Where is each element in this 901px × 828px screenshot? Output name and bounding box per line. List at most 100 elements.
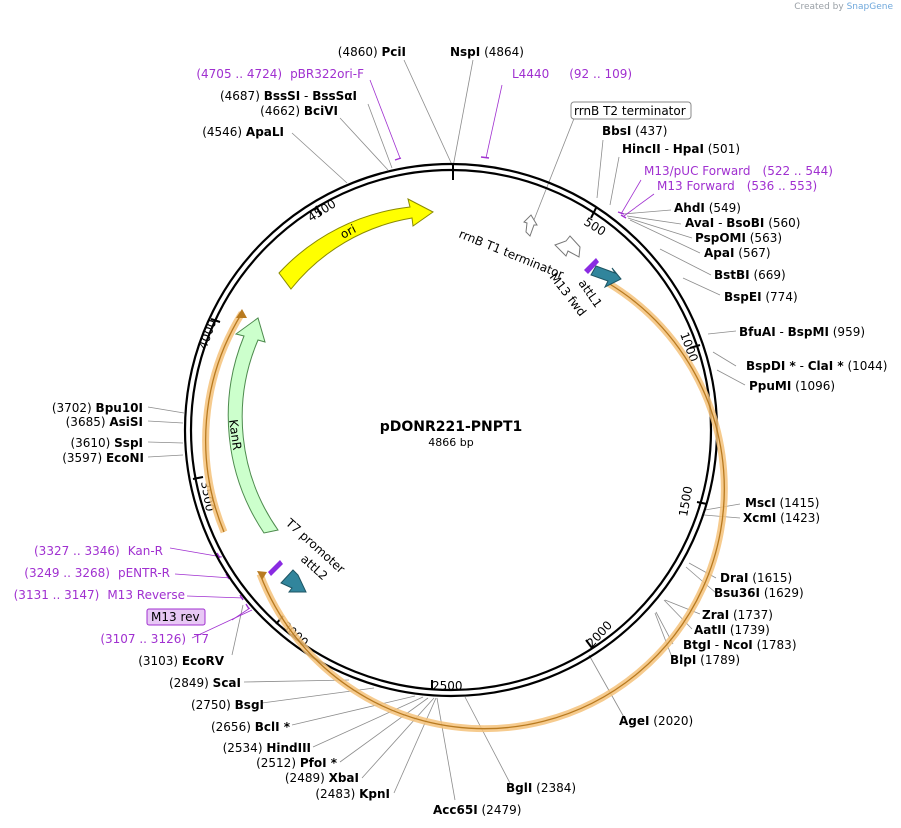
plasmid-name: pDONR221-PNPT1 — [380, 419, 523, 435]
site-bsgi: (2750) BsgI — [191, 698, 264, 712]
primer-marks — [216, 156, 627, 610]
site-nspi-name: NspI — [450, 45, 480, 59]
site-bfuai-sep: - — [776, 325, 788, 339]
site-btgi-pos: (1783) — [753, 638, 797, 652]
attl1-feature — [590, 265, 622, 289]
site-btgi: BtgI - NcoI (1783) — [683, 638, 797, 652]
site-hindiii: (2534) HindIII — [223, 741, 311, 755]
site-drai-pos: (1615) — [748, 571, 792, 585]
site-bspei: BspEI (774) — [724, 290, 798, 304]
site-xbai: (2489) XbaI — [285, 771, 359, 785]
primer-pbr322ori-f-name: pBR322ori-F — [290, 67, 364, 81]
site-msci-pos: (1415) — [776, 496, 820, 510]
rrnb-t1-arrow — [554, 235, 581, 258]
primer-m13-forward-range: (536 .. 553) — [747, 179, 817, 193]
restriction-sites: (4860) PciI NspI (4864) (4687) BssSI - B… — [52, 45, 888, 817]
site-btgi-name: BtgI — [683, 638, 711, 652]
site-ahdi-name: AhdI — [674, 201, 705, 215]
attl1-marker — [584, 258, 599, 274]
site-bgli-pos: (2384) — [532, 781, 576, 795]
site-drai-name: DraI — [720, 571, 748, 585]
site-avai-sep: - — [714, 216, 726, 230]
attl2-marker — [268, 560, 283, 576]
site-bpu10i: (3702) Bpu10I — [52, 401, 143, 415]
primer-m13-reverse-name: M13 Reverse — [107, 588, 185, 602]
kanr-label-wrap: KanR — [226, 418, 244, 451]
site-bspdi-pos: (1044) — [844, 359, 888, 373]
rrnb-t2-box — [570, 101, 692, 120]
site-nspi: NspI (4864) — [450, 45, 524, 59]
site-asisi-pos: (3685) — [66, 415, 110, 429]
site-pfoi-pos: (2512) — [256, 756, 300, 770]
site-ppumi-name: PpuMI — [749, 379, 791, 393]
site-acc65i: Acc65I (2479) — [433, 803, 521, 817]
site-ppumi: PpuMI (1096) — [749, 379, 835, 393]
rrnb-t1-label-wrap: rrnB T1 terminator — [457, 227, 566, 282]
site-asisi-name: AsiSI — [109, 415, 143, 429]
site-bcivi-name: BciVI — [304, 104, 338, 118]
site-asisi: (3685) AsiSI — [66, 415, 143, 429]
orf-arrow-bottom — [257, 571, 267, 580]
primer-kan-r-name: Kan-R — [128, 544, 163, 558]
site-bsu36i: Bsu36I (1629) — [714, 586, 804, 600]
site-bsssi-sep: - — [300, 89, 312, 103]
kanr-feature — [227, 317, 279, 534]
leader-lines — [147, 59, 746, 801]
site-bstbi-pos: (669) — [750, 268, 786, 282]
primer-t7-name: T7 — [193, 632, 209, 646]
site-apai-pos: (567) — [734, 246, 770, 260]
site-bspdi: BspDI * - ClaI * (1044) — [746, 359, 887, 373]
tick-500: 500 — [581, 215, 608, 239]
site-xcmi-name: XcmI — [743, 511, 776, 525]
tick-2500: 2500 — [432, 679, 463, 693]
primer-l4440-range: (92 .. 109) — [569, 67, 632, 81]
site-apai-name: ApaI — [704, 246, 734, 260]
tick-4000: 4000 — [196, 318, 220, 351]
site-bgli-name: BglI — [506, 781, 532, 795]
tick-4500: 4500 — [305, 196, 338, 224]
site-hincii-name: HincII — [622, 142, 661, 156]
site-scai-name: ScaI — [213, 676, 241, 690]
site-xcmi: XcmI (1423) — [743, 511, 820, 525]
rrnb-t2-arrow — [523, 214, 538, 237]
site-bsssi: (4687) BssSI - BssSαI — [220, 89, 357, 103]
site-bbsi-pos: (437) — [631, 124, 667, 138]
site-avai-name: AvaI — [685, 216, 714, 230]
orf-arrow-left — [236, 309, 247, 318]
site-agei: AgeI (2020) — [619, 714, 693, 728]
site-aatii-pos: (1739) — [726, 623, 770, 637]
primer-l4440: L4440(92 .. 109) — [512, 67, 632, 81]
site-blpi-pos: (1789) — [696, 653, 740, 667]
site-acc65i-pos: (2479) — [478, 803, 522, 817]
site-scai-pos: (2849) — [169, 676, 213, 690]
primer-m13-forward: M13 Forward(536 .. 553) — [657, 179, 817, 193]
site-bcivi-pos: (4662) — [260, 104, 304, 118]
site-apali-name: ApaLI — [246, 125, 284, 139]
primer-pentr-r-range: (3249 .. 3268) — [24, 566, 110, 580]
primer-pentr-r: (3249 .. 3268)pENTR-R — [24, 566, 170, 580]
site-bbsi-name: BbsI — [602, 124, 631, 138]
site-bspdi-sep: - — [796, 359, 808, 373]
site-clai-name: ClaI * — [808, 359, 845, 373]
orf-arcs — [202, 280, 728, 733]
site-kpni: (2483) KpnI — [315, 787, 390, 801]
site-msci: MscI (1415) — [745, 496, 819, 510]
site-blpi-name: BlpI — [670, 653, 696, 667]
site-bcli: (2656) BclI * — [211, 720, 291, 734]
site-bgli: BglI (2384) — [506, 781, 576, 795]
site-scai: (2849) ScaI — [169, 676, 241, 690]
site-bcli-pos: (2656) — [211, 720, 255, 734]
primer-m13-puc-forward: M13/pUC Forward(522 .. 544) — [644, 164, 833, 178]
site-acc65i-name: Acc65I — [433, 803, 478, 817]
backbone-inner-circle — [189, 168, 713, 692]
primer-pbr322ori-f: (4705 .. 4724) pBR322ori-F — [196, 67, 364, 81]
site-hindiii-name: HindIII — [266, 741, 311, 755]
site-ahdi: AhdI (549) — [674, 201, 741, 215]
site-econi-pos: (3597) — [62, 451, 106, 465]
site-hincii-pos: (501) — [704, 142, 740, 156]
site-xbai-name: XbaI — [329, 771, 359, 785]
site-drai: DraI (1615) — [720, 571, 792, 585]
primer-pbr322ori-f-range: (4705 .. 4724) — [196, 67, 282, 81]
site-bstbi: BstBI (669) — [714, 268, 786, 282]
